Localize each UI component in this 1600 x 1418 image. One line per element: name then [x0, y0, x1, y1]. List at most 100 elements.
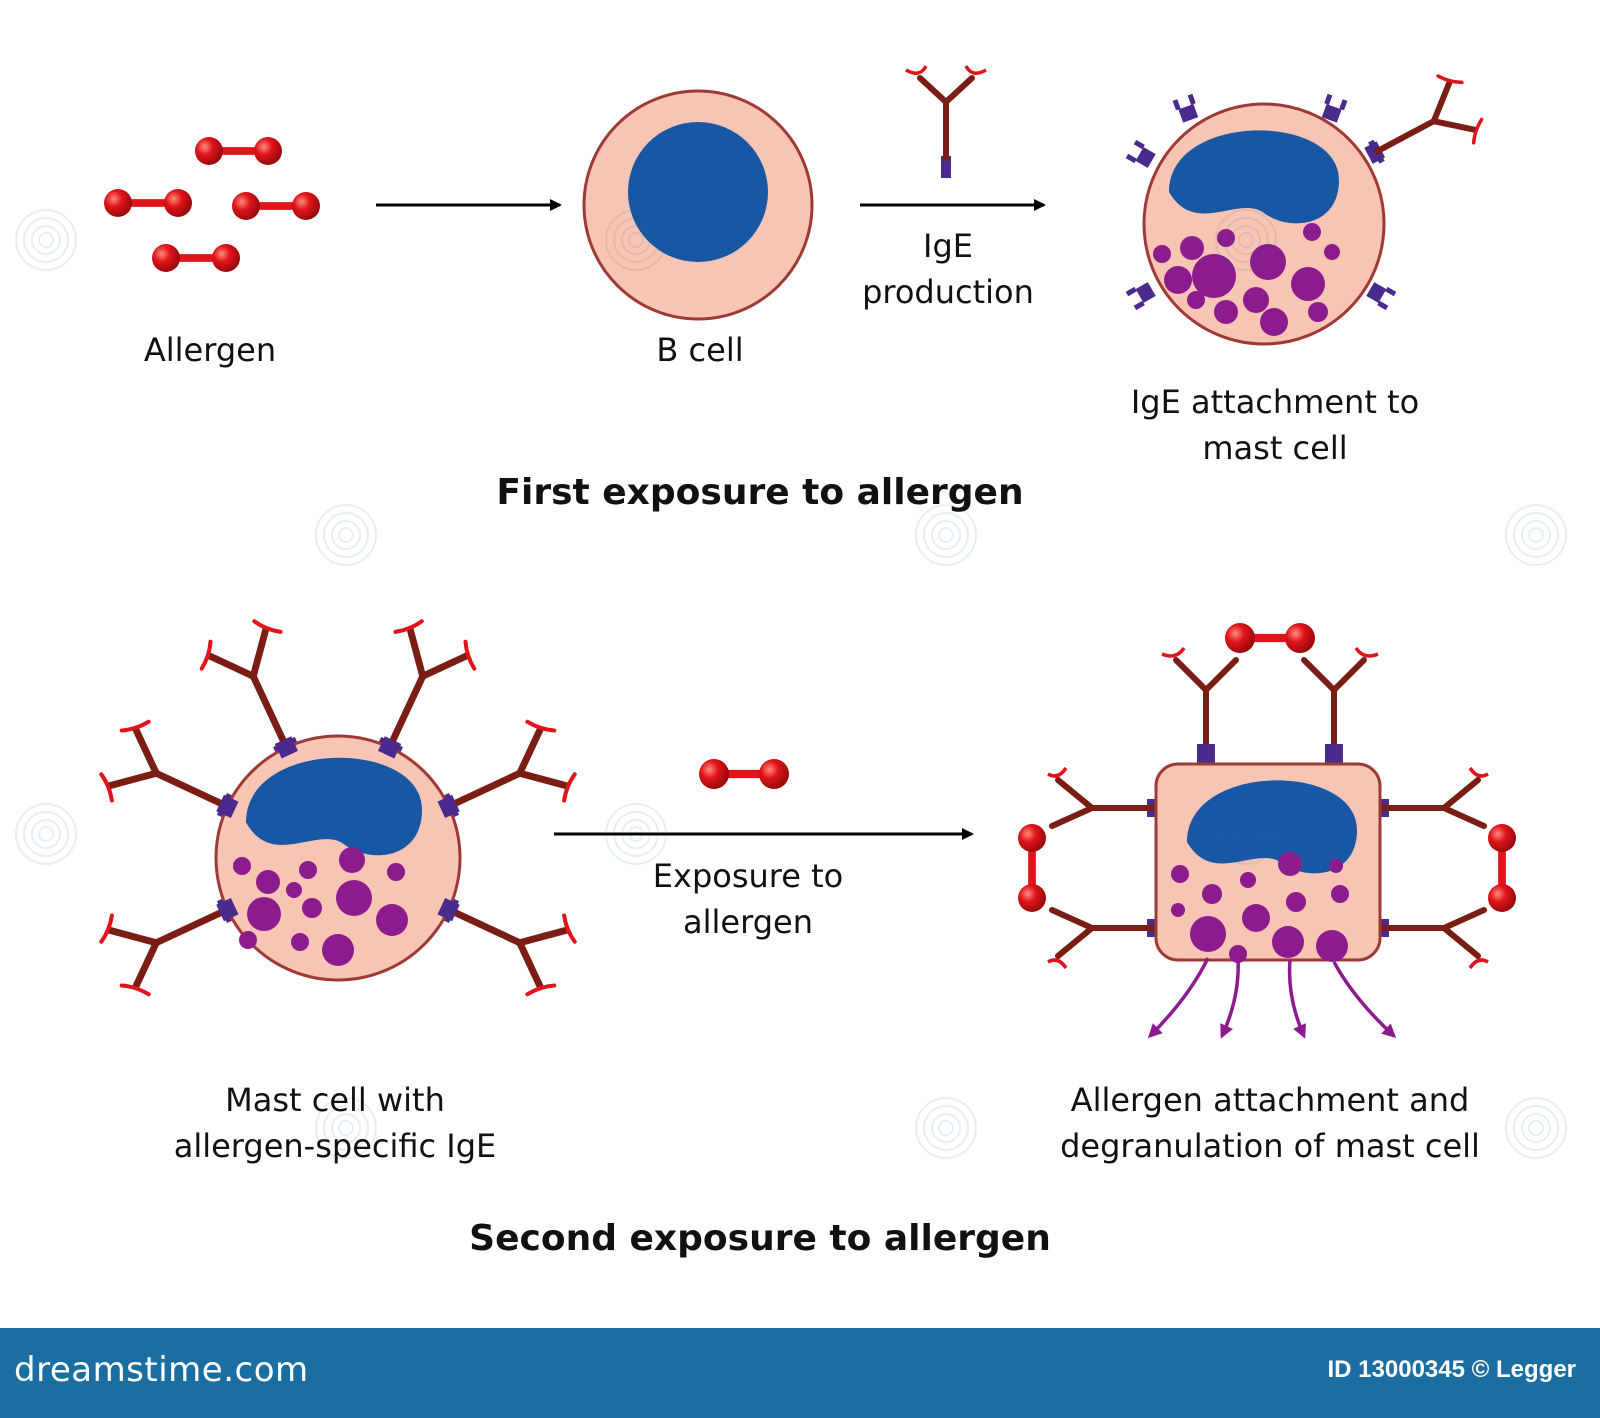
degranulation-arrow [1220, 957, 1240, 1039]
granule [1171, 903, 1185, 917]
antibody-arm [917, 75, 949, 105]
granule [1229, 945, 1247, 963]
antigen-binding-site [119, 719, 151, 733]
granule [291, 933, 309, 951]
watermark-ring [628, 826, 644, 842]
allergen-ball [254, 137, 282, 165]
watermark-ring [315, 1097, 377, 1159]
watermark-ring [15, 803, 77, 865]
granule [1250, 244, 1286, 280]
watermark-ring [931, 1113, 961, 1143]
watermark-ring [938, 1120, 954, 1136]
watermark-swirl [15, 209, 77, 271]
label-ige-attachment-2: mast cell [1202, 429, 1348, 467]
allergen-ball [195, 137, 223, 165]
allergen-molecule [1225, 623, 1315, 653]
antigen-binding-site [463, 639, 477, 671]
allergen-ball [232, 192, 260, 220]
fc-receptor [1321, 93, 1348, 123]
watermark-ring [613, 811, 659, 857]
antibody-arm [516, 926, 570, 947]
fc-receptor [437, 898, 460, 922]
watermark-ring [23, 217, 69, 263]
granule [1278, 852, 1302, 876]
watermark-swirl [315, 504, 377, 566]
watermark-ring [315, 504, 377, 566]
antibody-arm [1441, 907, 1487, 931]
label-ige-attachment-1: IgE attachment to [1130, 383, 1420, 421]
label-mast-cell-ige-2: allergen-specific IgE [173, 1127, 497, 1165]
receptor-body [1366, 282, 1387, 303]
watermark-ring [621, 225, 651, 255]
antigen-binding-site [1047, 958, 1068, 970]
antibody-arm [1173, 657, 1209, 693]
watermark-swirl [605, 209, 667, 271]
receptor-body [378, 736, 402, 759]
antibody-arm [1049, 907, 1095, 931]
label-exposure-2: allergen [683, 903, 813, 941]
degranulating-mast-cell [1018, 623, 1516, 1039]
watermark-ring [938, 527, 954, 543]
allergen-molecule [699, 759, 789, 789]
granule [1187, 291, 1205, 309]
allergen-ball [1488, 884, 1516, 912]
fc-receptor [1325, 744, 1343, 764]
watermark-ring [323, 512, 369, 558]
mast-cell-nucleus [1169, 130, 1339, 224]
granule [1303, 223, 1321, 241]
granule [1308, 302, 1328, 322]
antibody-stem [387, 672, 427, 748]
granule [1272, 926, 1304, 958]
watermark-ring [1528, 527, 1544, 543]
fc-receptor [378, 736, 402, 759]
antibody-stem [1374, 118, 1437, 155]
label-exposure-1: Exposure to [652, 857, 844, 895]
antigen-binding-site [99, 913, 114, 944]
granule [286, 882, 302, 898]
fc-receptor [1366, 282, 1397, 311]
receptor-body [437, 898, 460, 922]
antigen-binding-site [1436, 74, 1464, 85]
receptor-body [1321, 103, 1342, 123]
antibody-arm [249, 626, 270, 680]
degranulation-arrow [1147, 957, 1210, 1039]
watermark-swirl [1215, 803, 1277, 865]
antibody-arm [1203, 657, 1239, 693]
watermark-ring [1238, 232, 1254, 248]
receptor-body [216, 794, 239, 818]
allergen-ball [152, 244, 180, 272]
watermark-ring [338, 527, 354, 543]
granule [233, 857, 251, 875]
label-degranulation-2: degranulation of mast cell [1060, 1127, 1480, 1165]
allergen-ball [212, 244, 240, 272]
watermark-ring [38, 826, 54, 842]
fc-tail [941, 156, 951, 178]
antibody-arm [206, 652, 257, 680]
receptor-arm [1187, 93, 1196, 105]
watermark-ring [31, 819, 61, 849]
granule [1214, 300, 1238, 324]
fc-receptor [274, 736, 298, 759]
antibody-arm [1441, 925, 1481, 959]
granule [1324, 244, 1340, 260]
antibody-arm [516, 939, 544, 990]
granule [299, 861, 317, 879]
antibody-stem [448, 769, 524, 809]
label-mast-cell-ige-1: Mast cell with [225, 1081, 445, 1119]
footer-logo[interactable]: dreamstime.com [14, 1350, 309, 1390]
watermark-ring [915, 1097, 977, 1159]
watermark-ring [38, 232, 54, 248]
watermark-ring [1223, 811, 1269, 857]
antigen-binding-site [905, 65, 928, 75]
granule [1316, 930, 1348, 962]
watermark-ring [1521, 520, 1551, 550]
mast-cell-with-ige [99, 619, 577, 997]
fc-receptor [437, 794, 460, 818]
watermark-swirl [1505, 1097, 1567, 1159]
allergen-ball [1285, 623, 1315, 653]
watermark-ring [923, 1105, 969, 1151]
antibody-arm [132, 939, 160, 990]
receptor-arm [1385, 286, 1397, 297]
b-cell [582, 89, 814, 321]
antibody-arm [943, 75, 975, 105]
